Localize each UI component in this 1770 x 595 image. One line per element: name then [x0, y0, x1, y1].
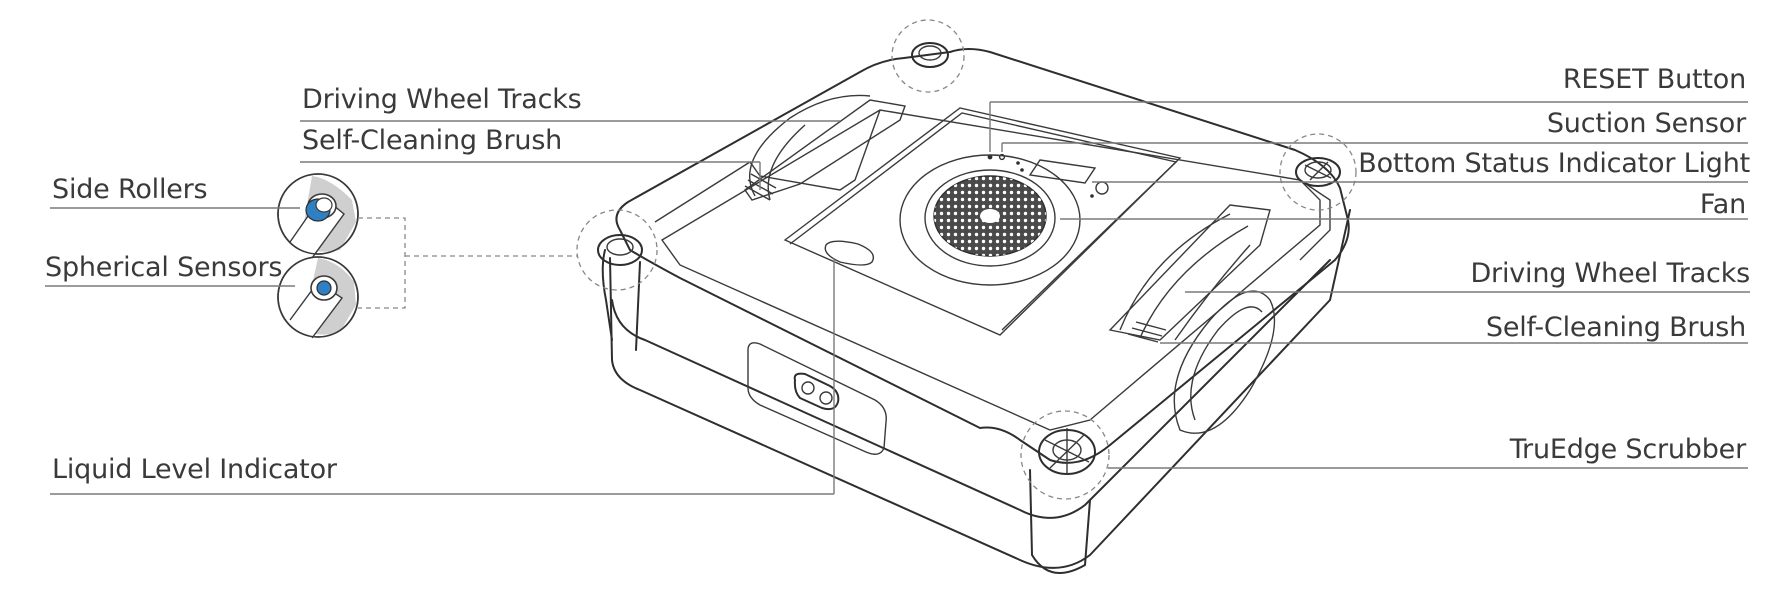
right-brush-ridges [1127, 321, 1167, 343]
spherical-sensor-icon [316, 280, 332, 296]
corner-roller-left [576, 209, 658, 291]
label-self-cleaning-brush-right: Self-Cleaning Brush [1485, 312, 1746, 343]
label-truedge-scrubber: TruEdge Scrubber [1509, 434, 1746, 465]
label-spherical-sensors: Spherical Sensors [45, 252, 283, 283]
detail-bracket [358, 217, 578, 309]
liquid-level-indicator-icon [793, 372, 840, 411]
indicator-light-icon [1095, 181, 1109, 195]
label-driving-wheel-tracks-right: Driving Wheel Tracks [1470, 258, 1750, 289]
label-driving-wheel-tracks-left: Driving Wheel Tracks [302, 84, 582, 115]
label-suction-sensor: Suction Sensor [1546, 108, 1746, 139]
label-bottom-status-indicator-light: Bottom Status Indicator Light [1358, 148, 1750, 179]
truedge-scrubber-icon [1020, 410, 1110, 500]
label-liquid-level-indicator: Liquid Level Indicator [52, 454, 337, 485]
center-panel [783, 107, 1182, 336]
liquid-level-window [824, 240, 875, 266]
spherical-sensors-detail [277, 256, 359, 339]
label-reset-button: RESET Button [1562, 64, 1746, 95]
status-light-window [1028, 159, 1097, 184]
corner-roller-top [891, 19, 965, 93]
label-side-rollers: Side Rollers [52, 174, 208, 205]
suction-sensor-dot [998, 153, 1006, 161]
side-rollers-detail [277, 173, 359, 259]
reset-button-dot [987, 154, 993, 160]
label-self-cleaning-brush-left: Self-Cleaning Brush [302, 125, 563, 156]
label-fan: Fan [1699, 189, 1746, 220]
leader-lines [45, 101, 1750, 495]
fan-icon [899, 154, 1081, 286]
corner-roller-right [1279, 133, 1357, 211]
